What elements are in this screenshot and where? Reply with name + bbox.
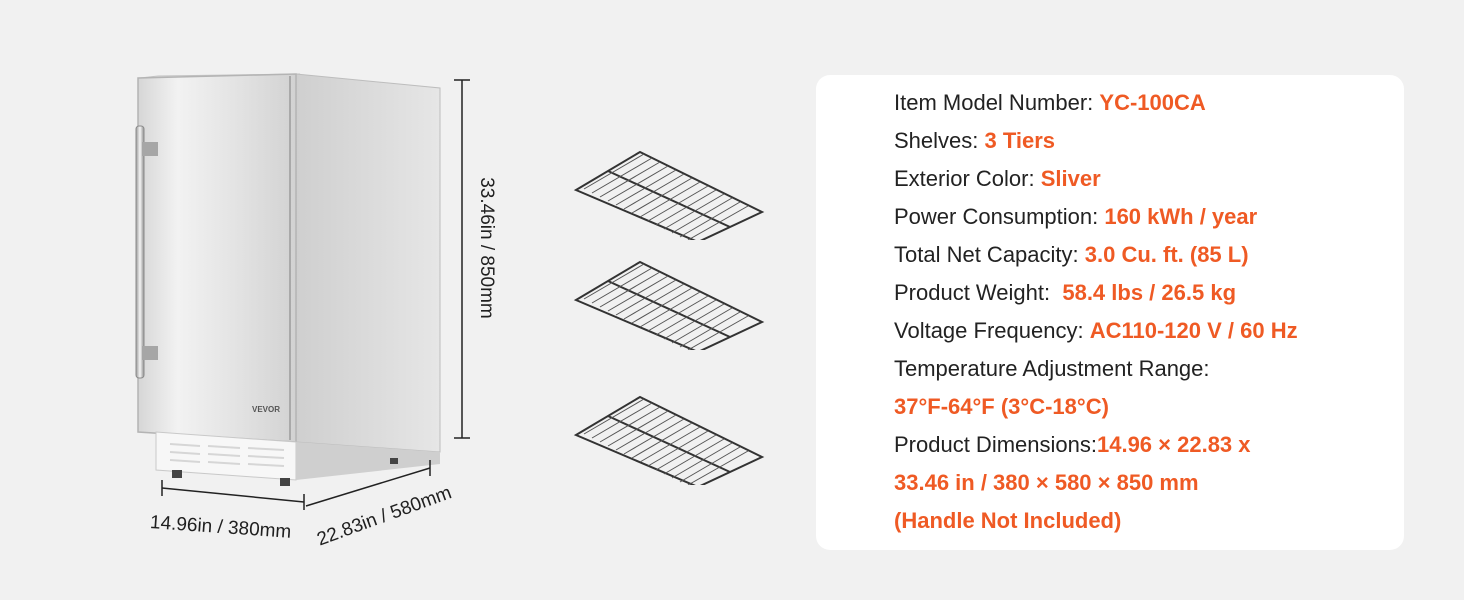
spec-voltage: Voltage Frequency: AC110-120 V / 60 Hz	[894, 312, 1298, 350]
height-dimension-label: 33.46in / 850mm	[476, 177, 497, 319]
spec-value: (Handle Not Included)	[894, 508, 1122, 533]
wire-shelves-group	[570, 100, 770, 500]
spec-value: YC-100CA	[1099, 90, 1206, 115]
spec-value: AC110-120 V / 60 Hz	[1089, 318, 1298, 343]
spec-label: Product Dimensions:	[894, 432, 1097, 457]
beverage-fridge-image: VEVOR	[135, 73, 470, 510]
spec-dimensions-line2: 33.46 in / 380 × 580 × 850 mm	[894, 464, 1298, 502]
spec-label: Item Model Number:	[894, 90, 1100, 115]
spec-value: 3 Tiers	[984, 128, 1056, 153]
spec-model: Item Model Number: YC-100CA	[894, 84, 1298, 122]
spec-shelves: Shelves: 3 Tiers	[894, 122, 1298, 160]
spec-label: Exterior Color:	[894, 166, 1041, 191]
spec-power: Power Consumption: 160 kWh / year	[894, 198, 1298, 236]
spec-temperature-value: 37°F-64°F (3°C-18°C)	[894, 388, 1298, 426]
spec-label: Voltage Frequency:	[894, 318, 1090, 343]
spec-value: 14.96 × 22.83 x	[1096, 432, 1251, 457]
spec-value: 33.46 in / 380 × 580 × 850 mm	[894, 470, 1199, 495]
spec-card: Item Model Number: YC-100CA Shelves: 3 T…	[816, 75, 1404, 550]
spec-label: Shelves:	[894, 128, 985, 153]
spec-dimensions: Product Dimensions:14.96 × 22.83 x	[894, 426, 1298, 464]
spec-capacity: Total Net Capacity: 3.0 Cu. ft. (85 L)	[894, 236, 1298, 274]
spec-value: 58.4 lbs / 26.5 kg	[1062, 280, 1237, 305]
spec-value: 37°F-64°F (3°C-18°C)	[894, 394, 1109, 419]
brand-logo: VEVOR	[252, 405, 280, 414]
spec-color: Exterior Color: Sliver	[894, 160, 1298, 198]
spec-label: Temperature Adjustment Range:	[894, 356, 1210, 381]
spec-value: Sliver	[1040, 166, 1101, 191]
wire-shelf-icon	[573, 395, 765, 485]
spec-value: 3.0 Cu. ft. (85 L)	[1084, 242, 1249, 267]
spec-label: Total Net Capacity:	[894, 242, 1085, 267]
spec-weight: Product Weight: 58.4 lbs / 26.5 kg	[894, 274, 1298, 312]
spec-temperature-label: Temperature Adjustment Range:	[894, 350, 1298, 388]
spec-list: Item Model Number: YC-100CA Shelves: 3 T…	[894, 84, 1298, 540]
spec-label: Product Weight:	[894, 280, 1063, 305]
wire-shelf-icon	[573, 150, 765, 240]
wire-shelf-icon	[573, 260, 765, 350]
spec-dimensions-line3: (Handle Not Included)	[894, 502, 1298, 540]
spec-label: Power Consumption:	[894, 204, 1105, 229]
spec-value: 160 kWh / year	[1104, 204, 1258, 229]
